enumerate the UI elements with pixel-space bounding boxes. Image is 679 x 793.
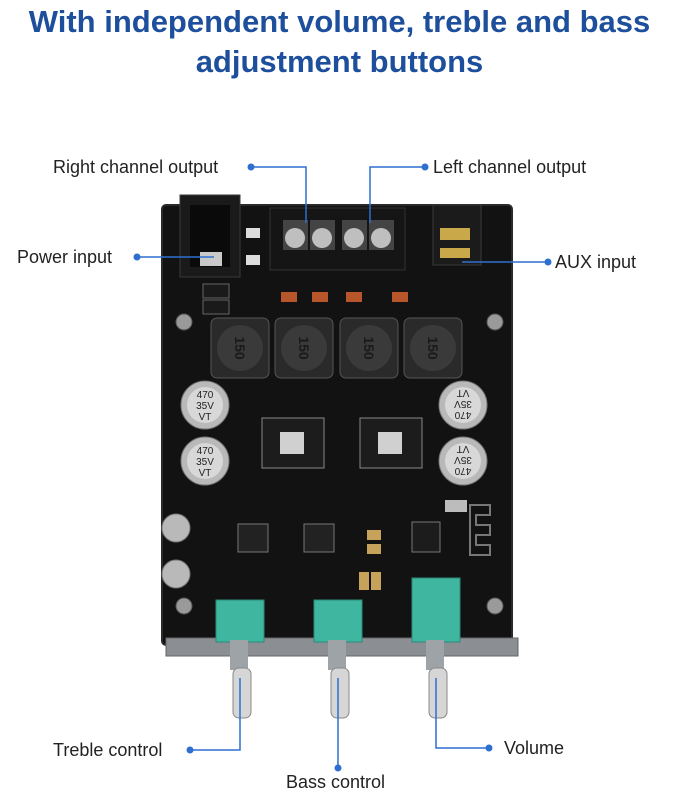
- bass-potentiometer: [313, 599, 363, 719]
- capacitor-marking: 470: [454, 409, 471, 420]
- capacitor-marking: VT: [199, 412, 212, 423]
- capacitor: [180, 436, 230, 486]
- aux-input-label: AUX input: [555, 252, 637, 272]
- mounting-hole: [486, 313, 504, 331]
- title-line-2: adjustment buttons: [195, 44, 484, 79]
- inductor-marking: 150: [425, 336, 441, 360]
- capacitor-marking: 35V: [454, 398, 472, 409]
- speaker-terminal-block: [269, 207, 406, 271]
- capacitor-marking: VT: [457, 387, 470, 398]
- page-title: With independent volume, treble and bass…: [0, 2, 679, 82]
- capacitor-marking: VT: [199, 468, 212, 479]
- callout-dots: [133, 163, 552, 772]
- callout-lines: [137, 166, 548, 768]
- capacitor-marking: 35V: [196, 457, 214, 468]
- capacitor: [180, 380, 230, 430]
- capacitor: [438, 380, 488, 430]
- inductor: [210, 317, 270, 379]
- left-channel-output-label: Left channel output: [433, 157, 587, 177]
- power-input-label: Power input: [17, 247, 113, 267]
- inductor: [403, 317, 463, 379]
- inductor-marking: 150: [296, 336, 312, 360]
- volume-label: Volume: [504, 738, 565, 758]
- mounting-hole: [486, 597, 504, 615]
- title-line-1: With independent volume, treble and bass: [28, 4, 651, 39]
- callout-line: [190, 678, 241, 751]
- right-channel-output-label: Right channel output: [53, 157, 219, 177]
- inductor: [274, 317, 334, 379]
- amplifier-chip: [359, 417, 423, 469]
- volume-potentiometer: [411, 577, 461, 719]
- callout-line: [251, 166, 307, 223]
- capacitor-marking: VT: [457, 443, 470, 454]
- capacitor-marking: 470: [454, 465, 471, 476]
- mounting-hole: [175, 313, 193, 331]
- mounting-hole: [175, 597, 193, 615]
- inductor-marking: 150: [232, 336, 248, 360]
- inductor-marking: 150: [361, 336, 377, 360]
- callout-line: [369, 166, 425, 223]
- capacitor-marking: 470: [197, 390, 214, 401]
- capacitor-marking: 35V: [454, 454, 472, 465]
- bass-control-label: Bass control: [286, 772, 386, 792]
- capacitor-marking: 35V: [196, 401, 214, 412]
- treble-control-label: Treble control: [53, 740, 163, 760]
- capacitor: [438, 436, 488, 486]
- aux-jack: [432, 204, 482, 266]
- inductor: [339, 317, 399, 379]
- capacitor-marking: 470: [197, 446, 214, 457]
- amplifier-chip: [261, 417, 325, 469]
- treble-potentiometer: [215, 599, 265, 719]
- callout-line: [435, 678, 489, 749]
